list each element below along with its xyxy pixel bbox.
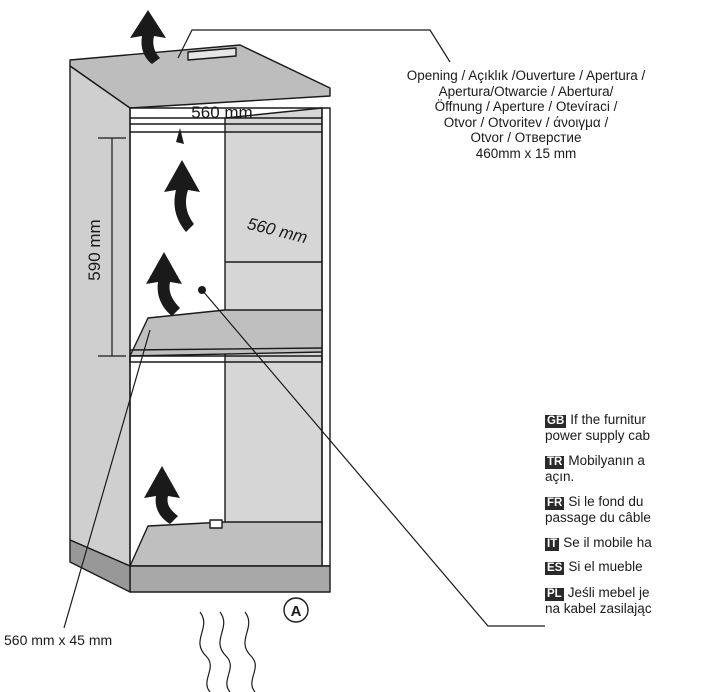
up-arrow-icon-top: [130, 10, 166, 64]
top-opening-notch: [187, 47, 237, 61]
marker-circle: [283, 597, 309, 623]
opening-line: Apertura/Otwarcie / Abertura/: [438, 83, 614, 99]
marker-label: A: [291, 603, 302, 620]
language-badge-it: IT: [545, 538, 560, 551]
note-text: Se il mobile ha: [563, 535, 652, 550]
opening-line: Otvor / Otvoritev / άνοιγμα /: [443, 114, 609, 130]
lower-floor: [129, 521, 323, 567]
note-text: passage du câble: [545, 510, 651, 525]
note-text: açın.: [545, 469, 575, 484]
upper-shelf: [129, 309, 323, 357]
top-width-label: 560 mm: [191, 103, 252, 122]
opening-line: Opening / Açıklık /Ouverture / Apertura …: [406, 68, 646, 83]
language-badge-es: ES: [545, 562, 565, 575]
opening-leader-line: [177, 29, 451, 63]
note-text: Mobilyanın a: [568, 453, 645, 468]
up-arrow-icon-upper: [164, 160, 200, 232]
language-badge-fr: FR: [545, 497, 565, 510]
note-text: Jeśli mebel je: [567, 585, 650, 600]
opening-line: Öffnung / Aperture / Otevíraci /: [434, 99, 618, 114]
bottom-opening-leader-line: [63, 329, 151, 629]
heat-wave-icon: [199, 611, 211, 692]
left-side-panel: [69, 65, 131, 567]
cable-leader-line: [201, 289, 545, 627]
bottom-opening-label: 560 mm x 45 mm: [4, 632, 113, 648]
opening-size: 460mm x 15 mm: [475, 145, 577, 161]
language-badge-tr: TR: [545, 456, 565, 469]
language-badge-gb: GB: [545, 415, 567, 428]
note-text: na kabel zasilając: [545, 601, 652, 616]
note-text: Si el mueble: [568, 559, 643, 574]
up-arrow-icon-lower: [144, 466, 180, 524]
opening-line: Otvor / Отверстие: [470, 130, 582, 145]
up-arrow-icon-upper-small: [176, 128, 184, 144]
note-text: Si le fond du: [568, 494, 644, 509]
plinth: [129, 565, 331, 593]
height-label: 590 mm: [85, 219, 104, 280]
cable-hole: [198, 286, 206, 294]
note-text: If the furnitur: [570, 412, 647, 427]
language-badge-pl: PL: [545, 588, 564, 601]
opening-label: Opening / Açıklık /Ouverture / Apertura …: [340, 68, 712, 161]
note-text: power supply cab: [545, 428, 651, 443]
up-arrow-icon-middle: [146, 252, 182, 316]
